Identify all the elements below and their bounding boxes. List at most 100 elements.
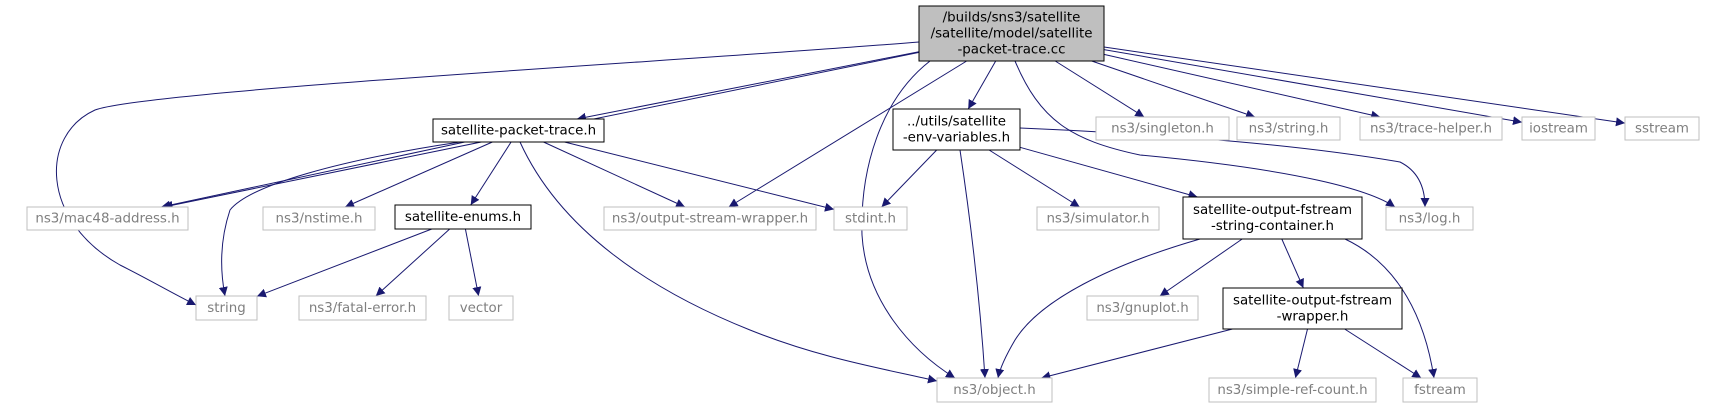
node-iostream[interactable]: iostream [1521, 116, 1596, 141]
edge-fsc_h-to-fstream [1344, 238, 1438, 379]
node-box [892, 108, 1021, 151]
node-string_h[interactable]: ns3/string.h [1236, 116, 1341, 141]
node-label: ns3/log.h [1399, 212, 1461, 227]
node-box [26, 206, 189, 231]
edge-enums_h-to-vector [464, 228, 482, 297]
node-box [1402, 377, 1478, 403]
node-label: fstream [1414, 383, 1466, 398]
node-label: /builds/sns3/satellite [943, 11, 1081, 26]
node-box [195, 295, 258, 321]
node-label: ns3/simple-ref-count.h [1217, 383, 1367, 398]
node-box [1086, 295, 1199, 321]
node-label: iostream [1529, 122, 1588, 137]
node-object_h[interactable]: ns3/object.h [936, 377, 1053, 403]
node-label: ns3/object.h [953, 383, 1036, 398]
node-label: ns3/fatal-error.h [309, 301, 416, 316]
edge-packet_trace_h-to-object_h [519, 141, 938, 384]
node-box [1385, 206, 1474, 231]
nodes-layer: /builds/sns3/satellite/satellite/model/s… [26, 5, 1700, 403]
node-label: satellite-enums.h [405, 210, 521, 225]
node-label: -string-container.h [1211, 219, 1334, 234]
node-simple_ref_h[interactable]: ns3/simple-ref-count.h [1208, 377, 1377, 403]
edges-layer [55, 41, 1626, 384]
node-string[interactable]: string [195, 295, 258, 321]
edge-root-to-log_h [1014, 60, 1396, 208]
edge-enums_h-to-fatal_h [375, 228, 451, 297]
node-label: ../utils/satellite [907, 115, 1006, 130]
node-osw_h[interactable]: ns3/output-stream-wrapper.h [603, 206, 817, 231]
node-sstream[interactable]: sstream [1624, 116, 1700, 141]
edge-root-to-sstream [1103, 46, 1626, 127]
edge-root-to-packet_trace_h [576, 51, 920, 122]
node-box [1359, 116, 1503, 141]
node-box [1182, 196, 1363, 240]
edge-packet_trace_h-to-osw_h [543, 141, 686, 208]
edge-fw_h-to-simple_ref_h [1293, 328, 1308, 379]
node-fatal_h[interactable]: ns3/fatal-error.h [298, 295, 427, 321]
node-box [918, 5, 1105, 62]
edge-packet_trace_h-to-stdint_h [564, 141, 835, 212]
node-label: ns3/nstime.h [276, 212, 363, 227]
node-box [833, 206, 908, 231]
node-box [1208, 377, 1377, 403]
node-label: ns3/simulator.h [1046, 212, 1149, 227]
node-gnuplot_h[interactable]: ns3/gnuplot.h [1086, 295, 1199, 321]
edge-fsc_h-to-gnuplot_h [1159, 238, 1243, 297]
edge-root-to-string_h [1091, 60, 1256, 119]
node-box [448, 295, 514, 321]
node-simulator_h[interactable]: ns3/simulator.h [1036, 206, 1160, 231]
node-label: ns3/output-stream-wrapper.h [612, 212, 808, 227]
edge-env_variables_h-to-object_h [959, 149, 989, 379]
node-box [298, 295, 427, 321]
node-label: vector [460, 301, 503, 316]
node-box [1095, 116, 1230, 141]
edge-packet_trace_h-to-nstime_h [344, 141, 493, 208]
node-label: satellite-output-fstream [1193, 203, 1352, 218]
edge-root-to-singleton_h [1054, 60, 1145, 118]
edge-fsc_h-to-object_h [995, 238, 1201, 379]
node-label: ns3/mac48-address.h [35, 212, 179, 227]
edge-env_variables_h-to-stdint_h [881, 149, 938, 208]
node-label: ns3/string.h [1249, 122, 1329, 137]
node-label: -wrapper.h [1277, 310, 1349, 325]
edge-env_variables_h-to-fsc_h [1019, 146, 1198, 199]
edge-root-to-string [55, 41, 920, 306]
node-box [394, 204, 532, 230]
edge-root-to-iostream [1103, 49, 1523, 126]
edge-env_variables_h-to-simulator_h [988, 149, 1080, 208]
node-label: ns3/trace-helper.h [1370, 122, 1492, 137]
node-label: -env-variables.h [903, 131, 1010, 146]
node-box [1521, 116, 1596, 141]
node-vector[interactable]: vector [448, 295, 514, 321]
node-nstime_h[interactable]: ns3/nstime.h [262, 206, 376, 231]
node-box [1236, 116, 1341, 141]
node-box [1222, 287, 1403, 330]
edge-packet_trace_h-to-mac48_h [161, 141, 465, 210]
node-fw_h[interactable]: satellite-output-fstream-wrapper.h [1222, 287, 1403, 330]
edge-packet_trace_h-to-enums_h [470, 141, 512, 206]
node-enums_h[interactable]: satellite-enums.h [394, 204, 532, 230]
node-mac48_h[interactable]: ns3/mac48-address.h [26, 206, 189, 231]
node-fsc_h[interactable]: satellite-output-fstream-string-containe… [1182, 196, 1363, 240]
edge-root-to-env_variables_h [967, 60, 997, 110]
edge-fsc_h-to-fw_h [1281, 238, 1304, 289]
node-log_h[interactable]: ns3/log.h [1385, 206, 1474, 231]
node-label: ns3/gnuplot.h [1096, 301, 1188, 316]
edge-fw_h-to-object_h [1041, 328, 1233, 381]
node-box [432, 118, 605, 143]
node-box [936, 377, 1053, 403]
node-fstream[interactable]: fstream [1402, 377, 1478, 403]
edge-root-to-object_h [861, 60, 956, 379]
edge-enums_h-to-string [256, 228, 432, 298]
edge-root-to-osw_h [728, 60, 967, 208]
node-root[interactable]: /builds/sns3/satellite/satellite/model/s… [918, 5, 1105, 62]
node-label: satellite-output-fstream [1233, 294, 1392, 309]
node-singleton_h[interactable]: ns3/singleton.h [1095, 116, 1230, 141]
node-label: sstream [1635, 122, 1689, 137]
node-label: ns3/singleton.h [1111, 122, 1214, 137]
node-packet_trace_h[interactable]: satellite-packet-trace.h [432, 118, 605, 143]
node-stdint_h[interactable]: stdint.h [833, 206, 908, 231]
node-env_variables_h[interactable]: ../utils/satellite-env-variables.h [892, 108, 1021, 151]
node-trace_helper_h[interactable]: ns3/trace-helper.h [1359, 116, 1503, 141]
